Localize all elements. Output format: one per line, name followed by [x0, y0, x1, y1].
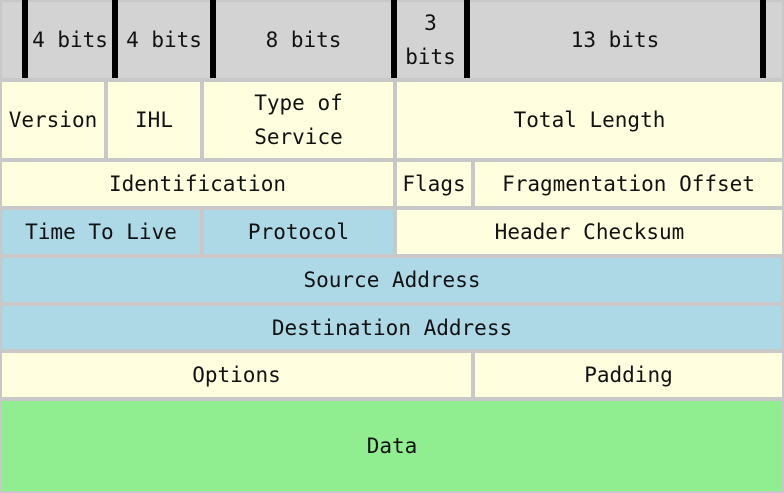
field-destination-address: Destination Address — [0, 304, 784, 351]
bit-divider — [760, 0, 766, 78]
field-fragmentation-offset: Fragmentation Offset — [473, 160, 784, 208]
bit-width-fragment-offset: 13 bits — [470, 2, 760, 78]
field-protocol: Protocol — [202, 208, 395, 256]
field-options: Options — [0, 351, 473, 399]
bit-divider — [112, 0, 118, 78]
field-flags: Flags — [395, 160, 473, 208]
field-padding: Padding — [473, 351, 784, 399]
bit-divider — [391, 0, 397, 78]
field-total-length: Total Length — [395, 80, 784, 160]
field-source-address: Source Address — [0, 256, 784, 304]
bit-width-ihl: 4 bits — [118, 2, 210, 78]
field-type-of-service-line1: Type of — [254, 91, 343, 115]
bit-width-tos: 8 bits — [216, 2, 391, 78]
bit-width-flags-line2: bits — [405, 45, 456, 69]
field-time-to-live: Time To Live — [0, 208, 202, 256]
field-type-of-service-line2: Service — [254, 125, 343, 149]
field-ihl: IHL — [106, 80, 202, 160]
bit-divider — [210, 0, 216, 78]
field-type-of-service: Type of Service — [202, 80, 395, 160]
bit-divider — [22, 0, 28, 78]
bit-divider — [464, 0, 470, 78]
field-version: Version — [0, 80, 106, 160]
field-identification: Identification — [0, 160, 395, 208]
field-data: Data — [0, 399, 784, 493]
bit-width-flags: 3 bits — [397, 2, 464, 78]
bit-width-version: 4 bits — [28, 2, 112, 78]
field-header-checksum: Header Checksum — [395, 208, 784, 256]
bit-width-flags-line1: 3 — [424, 11, 437, 35]
